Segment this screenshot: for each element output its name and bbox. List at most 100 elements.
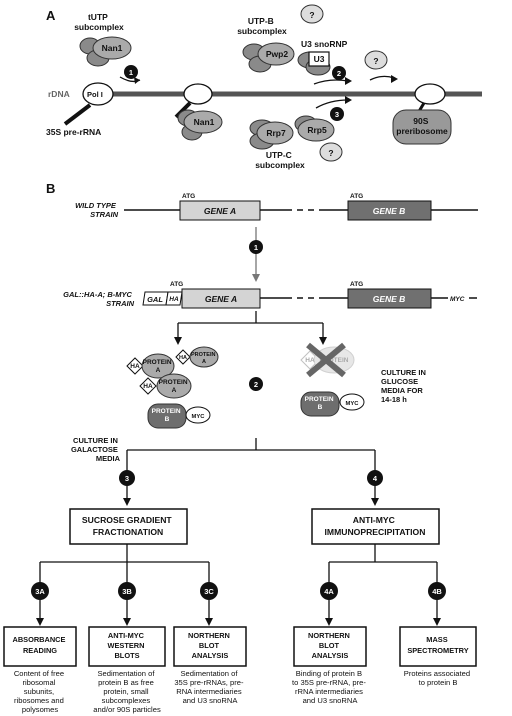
- protein-b-glucose-label: PROTEIN B: [305, 396, 336, 411]
- antimyc-wb-box: [88, 626, 166, 667]
- step-3a-num: 3A: [35, 587, 45, 596]
- pol-ellipse-3: [414, 83, 446, 105]
- step-3b-circle: [118, 582, 136, 600]
- protein-a-2: PROTEIN A: [191, 352, 217, 365]
- antimyc-ip-box: [311, 508, 440, 545]
- step-4b-circle: [428, 582, 446, 600]
- northern-label-1: NORTHERN BLOT ANALYSIS: [188, 631, 232, 660]
- rrp7-label: Rrp7: [266, 128, 286, 138]
- atg-1: ATG: [182, 193, 195, 200]
- mass-spec-label: MASS SPECTROMETRY: [407, 635, 468, 655]
- step-b1-circle: [249, 240, 263, 254]
- gal-strain-label: GAL::HA-A; B-MYC STRAIN: [63, 290, 134, 308]
- pol-i-ellipse: [82, 82, 114, 106]
- myc-bubble-glucose: [339, 393, 365, 411]
- absorbance-box: [3, 626, 77, 667]
- culture-galactose-label: CULTURE IN GALACTOSE MEDIA: [71, 436, 121, 463]
- atg-3: ATG: [170, 281, 183, 288]
- absorbance-label: ABSORBANCE READING: [12, 635, 67, 655]
- desc-northern-1: Sedimentation of 35S pre-rRNAs, pre- RNA…: [174, 669, 245, 705]
- step-3c-circle: [200, 582, 218, 600]
- utpb-title: UTP-B subcomplex: [237, 16, 287, 36]
- step-b2-num: 2: [254, 380, 258, 389]
- atg-2: ATG: [350, 193, 363, 200]
- tutp-title: tUTP subcomplex: [74, 12, 124, 32]
- step-4a-num: 4A: [324, 587, 334, 596]
- sucrose-label: SUCROSE GRADIENT FRACTIONATION: [82, 515, 174, 537]
- unknown-bubble-2: [364, 50, 388, 70]
- pre-rrna-label: 35S pre-rRNA: [46, 127, 101, 137]
- preribosome-90s: [392, 109, 452, 145]
- gene-a-wt-label: GENE A: [204, 206, 236, 216]
- step-b3-num: 3: [125, 474, 129, 483]
- protein-b-glucose: [300, 391, 340, 417]
- wt-strain-label: WILD TYPE STRAIN: [75, 201, 119, 219]
- cross-icon: [306, 342, 346, 378]
- desc-mass-spec: Proteins associated to protein B: [404, 669, 472, 687]
- northern-box-2: [293, 626, 367, 667]
- gene-b-wt-label: GENE B: [373, 206, 406, 216]
- atg-4: ATG: [350, 281, 363, 288]
- ha-tag-box: [165, 291, 183, 306]
- unknown-3: ?: [328, 148, 333, 158]
- glucose-depleted-protein-a: [300, 346, 355, 374]
- northern-label-2: NORTHERN BLOT ANALYSIS: [308, 631, 352, 660]
- gene-a-gal-label: GENE A: [205, 294, 237, 304]
- antimyc-ip-label: ANTI-MYC IMMUNOPRECIPITATION: [325, 515, 426, 537]
- pol-ellipse-2: [183, 83, 213, 105]
- pol-i-label: Pol I: [87, 90, 103, 99]
- step-a3-circle: [330, 107, 344, 121]
- arrow-a2: [313, 79, 349, 85]
- galactose-proteins: [126, 346, 219, 429]
- myc-tag-label: MYC: [450, 296, 465, 303]
- culture-glucose-label: CULTURE IN GLUCOSE MEDIA FOR 14-18 h: [381, 368, 428, 404]
- gene-b-gal-label: GENE B: [373, 294, 406, 304]
- step-b3-circle: [119, 470, 135, 486]
- ha-label: HA: [169, 296, 179, 303]
- step-b4-circle: [367, 470, 383, 486]
- pre-rrna-strand: [63, 103, 92, 126]
- ha-tag-faded: HA: [305, 357, 315, 364]
- nan1-label: Nan1: [102, 43, 123, 53]
- step-a2-num: 2: [337, 69, 341, 78]
- ha-tag-2: HA: [179, 355, 187, 361]
- mass-spec-box: [399, 626, 477, 667]
- step-3c-num: 3C: [204, 587, 214, 596]
- panel-b-label: B: [46, 181, 55, 196]
- step-3b-num: 3B: [122, 587, 132, 596]
- u3-snornp-title: U3 snoRNP: [301, 39, 348, 49]
- step-a2-circle: [332, 66, 346, 80]
- protein-b-gal: PROTEIN B: [152, 408, 183, 423]
- protein-a-1: PROTEIN A: [143, 359, 174, 374]
- step-3a-circle: [31, 582, 49, 600]
- protein-a-3: PROTEIN A: [159, 379, 190, 394]
- sucrose-box: [69, 508, 188, 545]
- utpc-title: UTP-C subcomplex: [255, 150, 305, 170]
- myc-tag-gal: MYC: [192, 414, 206, 420]
- step-a1-num: 1: [129, 68, 133, 77]
- utpb-cluster: [242, 42, 295, 73]
- arrow-a3: [315, 99, 349, 109]
- utpc-cluster: [249, 115, 335, 150]
- rrp5-label: Rrp5: [307, 125, 327, 135]
- northern-box-1: [173, 626, 247, 667]
- unknown-1: ?: [309, 10, 314, 20]
- step-4a-circle: [320, 582, 338, 600]
- unknown-2: ?: [373, 56, 378, 66]
- u3-label: U3: [314, 54, 325, 64]
- pwp2-label: Pwp2: [266, 49, 288, 59]
- ha-tag-1: HA: [130, 363, 140, 370]
- ha-tag-3: HA: [143, 383, 153, 390]
- gal-label: GAL: [147, 295, 163, 304]
- tutp-cluster: [79, 36, 132, 67]
- step-a3-num: 3: [335, 110, 339, 119]
- desc-western: Sedimentation of protein B as free prote…: [93, 669, 161, 714]
- step-b1-num: 1: [254, 243, 258, 252]
- nan1-cluster-2: [177, 109, 223, 141]
- antimyc-wb-label: ANTI-MYC WESTERN BLOTS: [107, 631, 146, 660]
- step-4b-num: 4B: [432, 587, 442, 596]
- desc-absorbance: Content of free ribosomal subunits, ribo…: [14, 669, 66, 714]
- step-a1-circle: [124, 65, 138, 79]
- unknown-bubble-3: [319, 142, 343, 162]
